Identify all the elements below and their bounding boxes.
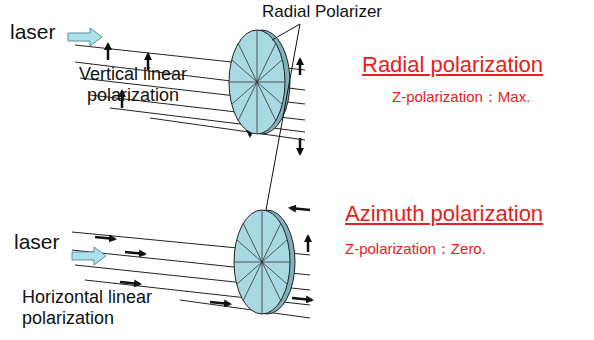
z-note: Z-polarization：Zero. [345, 240, 486, 257]
laser-label: laser [10, 20, 56, 44]
laser-label: laser [14, 230, 60, 254]
radial-polarizer-disk [229, 30, 290, 134]
part-label: Radial Polarizer [262, 2, 382, 22]
polarization-note: Horizontal linear polarization [22, 287, 192, 328]
laser-arrow [68, 28, 102, 46]
mode-title: Azimuth polarization [345, 201, 543, 226]
mode-title: Radial polarization [362, 52, 543, 77]
leader-lines [266, 24, 300, 210]
z-note: Z-polarization：Max. [392, 88, 530, 105]
laser-arrow [72, 247, 106, 265]
radial-polarizer-disk [234, 210, 295, 314]
polarization-note: Vertical linear polarization [48, 64, 218, 105]
